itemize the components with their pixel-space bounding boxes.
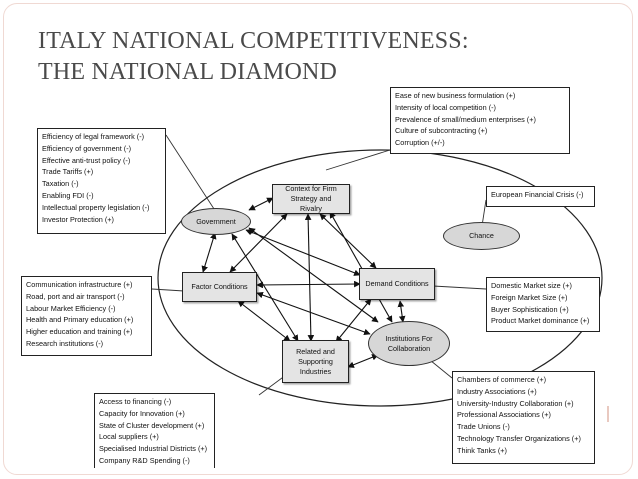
rivalry-item: Intensity of local competition (-) (395, 102, 496, 112)
demand-item: Product Market dominance (+) (491, 316, 590, 326)
demand-node: Demand Conditions (359, 268, 435, 300)
rivalry-factors-box: Ease of new business formulation (+) Int… (390, 87, 570, 154)
related-item: State of Cluster development (+) (99, 420, 205, 430)
institutions-item: Industry Associations (+) (457, 386, 537, 396)
callout-factor (151, 288, 185, 292)
government-item: Trade Tariffs (+) (42, 167, 94, 177)
demand-item: Foreign Market Size (+) (491, 292, 568, 302)
callout-government (165, 134, 217, 213)
government-item: Taxation (-) (42, 179, 79, 189)
chance-label: Chance (469, 231, 494, 240)
demand-label: Demand Conditions (365, 279, 429, 288)
demand-item: Buyer Sophistication (+) (491, 304, 569, 314)
arrow-factor-related (237, 300, 291, 342)
related-node: Related and Supporting Industries (282, 340, 349, 383)
arrow-factor-demand (256, 280, 361, 289)
government-node: Government (181, 208, 251, 235)
demand-conditions-box: Domestic Market size (+) Foreign Market … (486, 277, 600, 332)
related-item: Capacity for Innovation (+) (99, 408, 185, 418)
related-label: Related and Supporting Industries (296, 346, 335, 376)
institutions-box: Chambers of commerce (+) Industry Associ… (452, 371, 595, 464)
arrow-context-related (304, 213, 315, 342)
slide-divider (607, 406, 609, 422)
institutions-item: Chambers of commerce (+) (457, 375, 547, 384)
slide-border (3, 3, 633, 475)
institutions-item: Trade Unions (-) (457, 422, 510, 432)
diamond-ellipse (157, 149, 603, 407)
institutions-label: Institutions For Collaboration (385, 333, 433, 353)
factor-conditions-box: Communication infrastructure (+) Road, p… (21, 276, 152, 356)
context-label: Context for Firm Strategy and Rivalry (285, 184, 337, 213)
callout-rivalry (325, 149, 391, 171)
government-item: Efficiency of legal framework (-) (42, 132, 145, 141)
callout-demand (432, 285, 487, 290)
related-item: Local suppliers (+) (99, 432, 159, 442)
government-label: Government (196, 216, 236, 226)
context-node: Context for Firm Strategy and Rivalry (272, 184, 350, 214)
arrow-demand-related (335, 298, 372, 343)
factor-item: Communication infrastructure (+) (26, 280, 133, 289)
government-item: Investor Protection (+) (42, 214, 114, 224)
arrow-gov-context (248, 197, 274, 211)
factor-item: Health and Primary education (+) (26, 315, 134, 325)
institutions-item: Think Tanks (+) (457, 445, 507, 455)
government-item: Efficiency of government (-) (42, 143, 132, 153)
arrow-context-institutions (329, 211, 393, 323)
related-item: Specialised Industrial Districts (+) (99, 444, 208, 454)
government-item: Intellectual property legislation (-) (42, 202, 150, 212)
demand-item: Domestic Market size (+) (491, 281, 572, 290)
rivalry-item: Corruption (+/-) (395, 138, 445, 148)
arrow-context-factor (229, 213, 288, 273)
chance-item: European Financial Crisis (-) (491, 190, 584, 199)
title-line-1: ITALY NATIONAL COMPETITIVENESS: (38, 28, 469, 54)
arrow-context-demand (319, 213, 377, 269)
title-line-2: THE NATIONAL DIAMOND (38, 59, 338, 85)
related-item: Company R&D Spending (-) (99, 455, 190, 465)
related-industries-box: Access to financing (-) Capacity for Inn… (94, 393, 215, 468)
arrow-demand-institutions (397, 300, 406, 323)
factor-label: Factor Conditions (191, 282, 248, 291)
institutions-node: Institutions For Collaboration (368, 321, 450, 366)
chance-factors-box: European Financial Crisis (-) (486, 186, 595, 207)
arrow-related-institutions (347, 354, 379, 368)
callout-related (258, 374, 287, 396)
rivalry-item: Ease of new business formulation (+) (395, 91, 516, 100)
factor-item: Research institutions (-) (26, 338, 104, 348)
factor-node: Factor Conditions (182, 272, 257, 302)
institutions-item: Professional Associations (+) (457, 410, 551, 420)
institutions-item: Technology Transfer Organizations (+) (457, 433, 581, 443)
related-item: Access to financing (-) (99, 397, 172, 406)
government-item: Enabling FDI (-) (42, 190, 94, 200)
chance-node: Chance (443, 222, 520, 250)
rivalry-item: Culture of subcontracting (+) (395, 126, 488, 136)
factor-item: Labour Market Efficiency (-) (26, 303, 116, 313)
institutions-item: University-Industry Collaboration (+) (457, 398, 574, 408)
factor-item: Road, port and air transport (-) (26, 291, 125, 301)
arrow-gov-factor (201, 232, 217, 273)
arrow-factor-institutions (256, 291, 371, 336)
rivalry-item: Prevalence of small/medium enterprises (… (395, 114, 536, 124)
government-factors-box: Efficiency of legal framework (-) Effici… (37, 128, 166, 234)
government-item: Effective anti-trust policy (-) (42, 155, 131, 165)
slide-title: ITALY NATIONAL COMPETITIVENESS: THE NATI… (38, 26, 469, 88)
factor-item: Higher education and training (+) (26, 327, 133, 337)
